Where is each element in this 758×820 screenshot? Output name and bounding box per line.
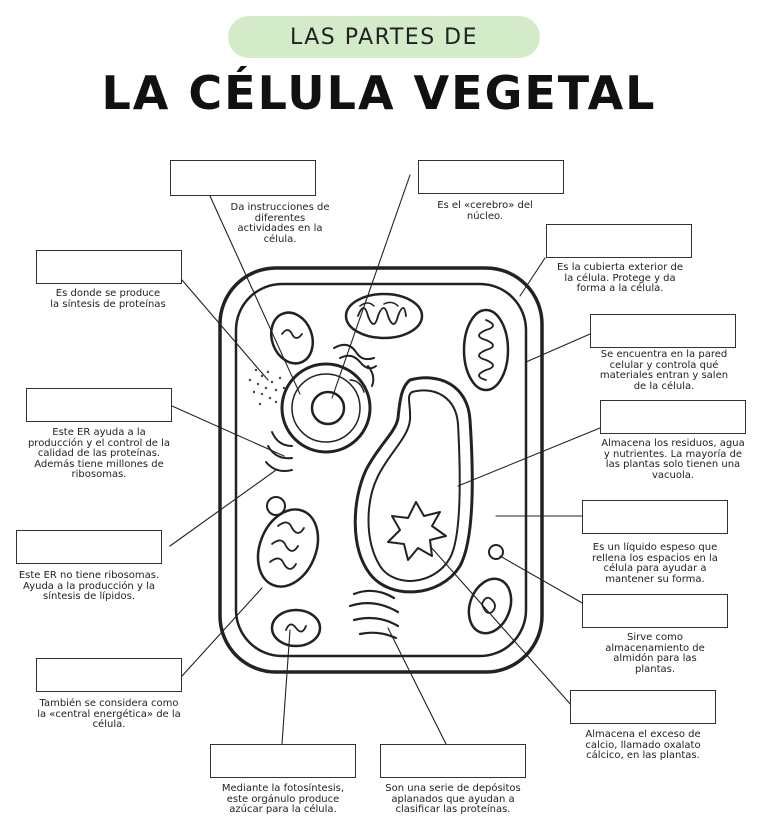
crystal: [387, 501, 447, 561]
answer-box-nucleo[interactable]: [170, 160, 316, 196]
answer-box-rel[interactable]: [16, 530, 162, 564]
nucleus-inner: [291, 373, 361, 443]
desc-amiloplasto: Sirve como almacenamiento de almidón par…: [605, 632, 705, 675]
answer-box-rer[interactable]: [26, 388, 172, 422]
desc-golgi: Son una serie de depósitos aplanados que…: [385, 783, 521, 815]
page-title: LA CÉLULA VEGETAL: [101, 66, 657, 120]
cell-wall: [218, 266, 544, 674]
answer-box-citoplasma[interactable]: [582, 500, 728, 534]
chloroplast-small: [269, 311, 315, 365]
subtitle-text: LAS PARTES DE: [289, 24, 478, 50]
answer-box-cristal[interactable]: [570, 690, 716, 724]
answer-box-ribosomas[interactable]: [36, 250, 182, 284]
nucleolus: [310, 390, 346, 426]
answer-box-nucleolo[interactable]: [418, 160, 564, 194]
chloroplast-bottom: [270, 608, 322, 648]
mitochondrion-right: [462, 308, 510, 392]
answer-box-mitocondria[interactable]: [36, 658, 182, 692]
ribosome-dots: [248, 368, 286, 406]
desc-rer: Este ER ayuda a la producción y el contr…: [27, 427, 171, 480]
small-vesicle: [266, 496, 286, 516]
cell-membrane: [234, 282, 528, 658]
vacuole: [353, 376, 474, 594]
vacuole-inner: [367, 389, 461, 582]
desc-cloroplasto: Mediante la fotosíntesis, este orgánulo …: [221, 783, 345, 815]
nucleus-outer: [280, 362, 372, 454]
amyloplast: [467, 577, 513, 635]
desc-membrana: Se encuentra en la pared celular y contr…: [599, 349, 729, 392]
mitochondrion-top: [344, 292, 424, 340]
desc-cristal: Almacena el exceso de calcio, llamado ox…: [585, 729, 701, 761]
answer-box-vacuola[interactable]: [600, 400, 746, 434]
subtitle-pill: LAS PARTES DE: [228, 16, 540, 58]
desc-rel: Este ER no tiene ribosomas. Ayuda a la p…: [18, 570, 160, 602]
answer-box-membrana[interactable]: [590, 314, 736, 348]
small-vesicle-right: [488, 544, 504, 560]
desc-vacuola: Almacena los residuos, agua y nutrientes…: [601, 438, 745, 481]
answer-box-golgi[interactable]: [380, 744, 526, 778]
desc-mitocondria: También se considera como la «central en…: [37, 698, 181, 730]
rough-er: [265, 431, 293, 472]
answer-box-pared[interactable]: [546, 224, 692, 258]
desc-pared: Es la cubierta exterior de la célula. Pr…: [556, 262, 683, 294]
chloroplast-large: [256, 508, 320, 588]
desc-citoplasma: Es un líquido espeso que rellena los esp…: [592, 542, 718, 585]
desc-nucleo: Da instrucciones de diferentes actividad…: [230, 202, 330, 245]
golgi: [348, 589, 400, 640]
answer-box-amiloplasto[interactable]: [582, 594, 728, 628]
answer-box-cloroplasto[interactable]: [210, 744, 356, 778]
desc-nucleolo: Es el «cerebro» del núcleo.: [437, 200, 533, 222]
desc-ribosomas: Es donde se produce la síntesis de prote…: [50, 288, 166, 310]
